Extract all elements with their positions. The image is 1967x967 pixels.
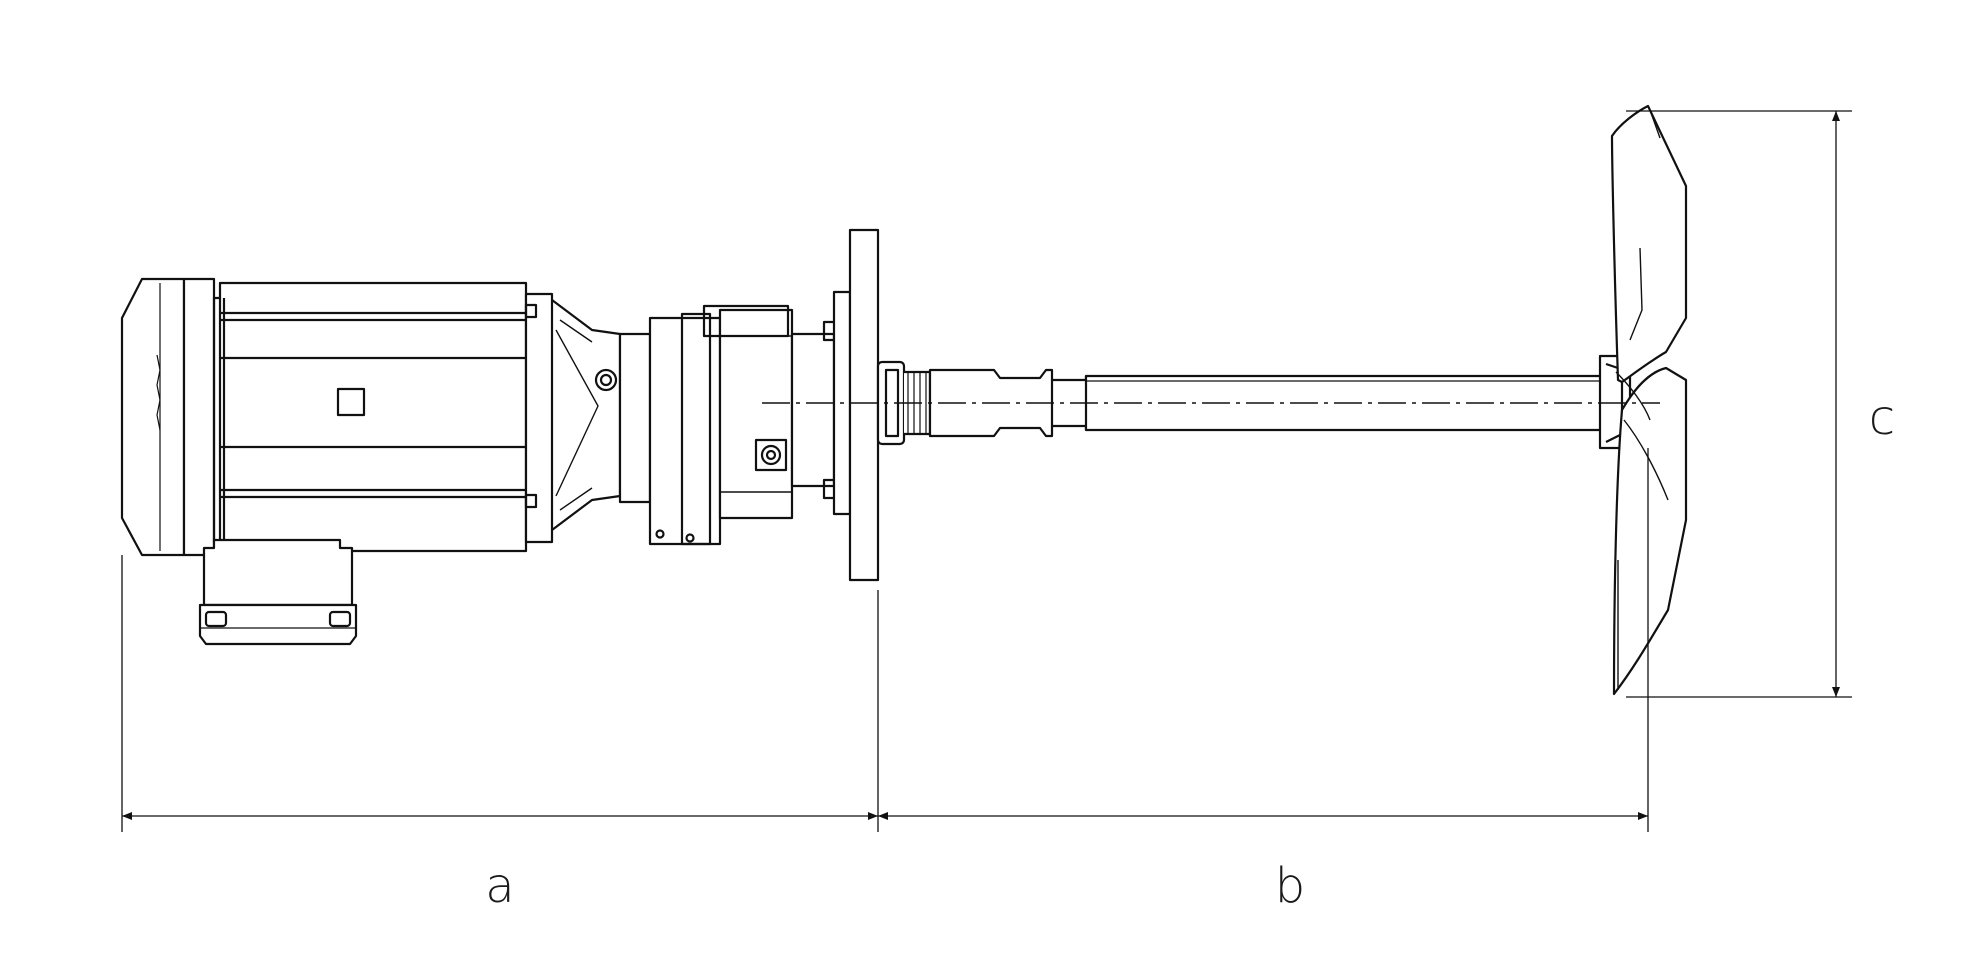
end-shield <box>524 292 554 544</box>
dimension-c-line <box>1626 110 1852 698</box>
motor <box>120 277 554 557</box>
dimension-b-line <box>878 448 1649 832</box>
gearbox <box>618 304 838 546</box>
motor-body <box>218 281 528 553</box>
mounting-flange <box>832 228 880 582</box>
lantern <box>551 299 622 531</box>
fan-cover <box>120 277 186 557</box>
dimension-a-line <box>121 555 879 832</box>
dimension-c-label: c <box>1868 390 1896 446</box>
terminal-box <box>198 538 358 646</box>
blade-upper <box>1610 104 1688 384</box>
blade-lower <box>1612 366 1688 696</box>
hub <box>1598 354 1624 450</box>
dimension-b-label: b <box>1274 858 1306 914</box>
propeller <box>1598 104 1688 696</box>
motor-flange <box>182 277 216 557</box>
dimension-a-label: a <box>485 858 515 914</box>
